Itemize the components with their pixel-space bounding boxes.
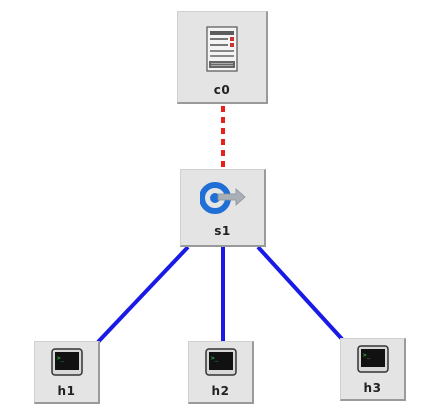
svg-text:>_: >_ — [363, 352, 371, 359]
openflow-switch-icon — [199, 182, 246, 214]
terminal-icon: >_ — [204, 348, 237, 376]
svg-text:>_: >_ — [211, 355, 219, 362]
node-h2[interactable]: >_ h2 — [188, 341, 254, 404]
link-s1-h1[interactable] — [96, 245, 190, 344]
node-s1[interactable]: s1 — [180, 169, 266, 247]
node-label: h1 — [57, 384, 76, 398]
node-label: s1 — [214, 224, 231, 238]
server-icon — [206, 26, 238, 72]
svg-text:>_: >_ — [57, 355, 65, 362]
terminal-icon: >_ — [356, 345, 389, 373]
link-s1-h3[interactable] — [256, 245, 344, 341]
node-h1[interactable]: >_ h1 — [34, 341, 100, 404]
node-label: h3 — [363, 381, 382, 395]
terminal-icon: >_ — [50, 348, 83, 376]
node-label: h2 — [211, 384, 230, 398]
node-c0[interactable]: c0 — [177, 11, 268, 104]
node-h3[interactable]: >_ h3 — [340, 338, 406, 401]
node-label: c0 — [213, 83, 231, 97]
